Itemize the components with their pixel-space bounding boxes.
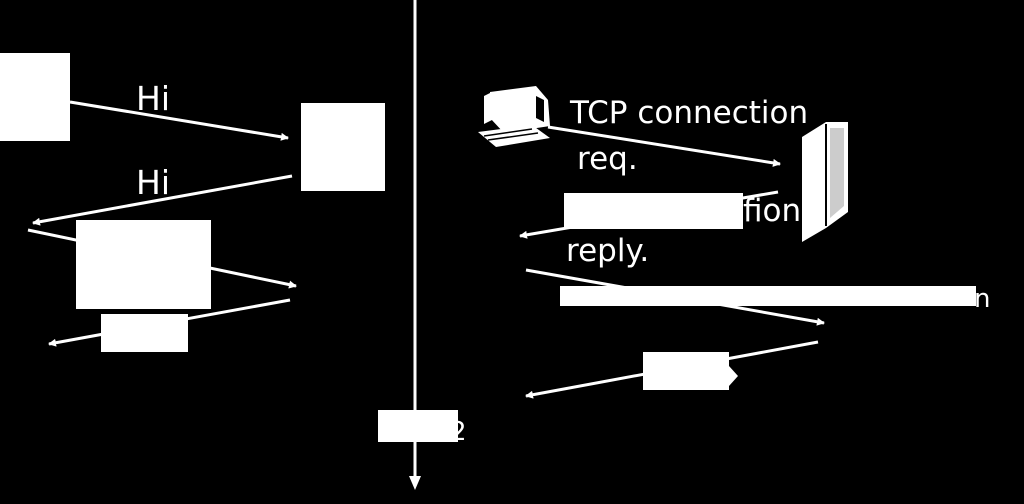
tcp-reply-label-tail: fion — [743, 193, 802, 229]
arrow-hi-request — [69, 100, 289, 141]
timeline-arrowhead — [409, 476, 421, 490]
tcp-reply-label-line2: reply. — [566, 233, 650, 269]
get-label-block — [560, 286, 976, 306]
hi-reply-label: Hi — [136, 163, 170, 202]
hi-request-label: Hi — [136, 79, 170, 118]
left-small-block — [101, 314, 188, 352]
right-person-block — [301, 103, 385, 191]
computer-icon — [478, 86, 550, 147]
arrow-tcp-request — [547, 125, 781, 167]
file-label-block — [643, 352, 729, 390]
tcp-request-label-line1: TCP connection — [570, 95, 809, 131]
time-label-tail: 2 — [450, 417, 467, 447]
tcp-request-label-line2: req. — [577, 141, 638, 177]
time-label-block — [378, 410, 458, 442]
arrow-hi-reply — [32, 174, 293, 226]
server-icon — [802, 122, 848, 242]
file-reply-arrow-tip — [729, 366, 738, 386]
get-label-tail: n — [974, 284, 991, 314]
tcp-reply-label-block — [564, 193, 743, 229]
left-person-block — [0, 53, 70, 141]
left-mid-block — [76, 220, 211, 309]
